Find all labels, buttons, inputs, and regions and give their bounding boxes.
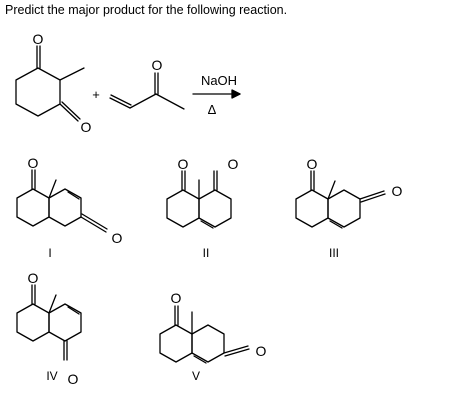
oxygen-atom: O bbox=[68, 371, 79, 387]
reactant-cyclohexanedione: O O bbox=[15, 31, 92, 135]
choice-structure-II[interactable]: O O II bbox=[166, 156, 239, 260]
oxygen-atom: O bbox=[392, 183, 403, 199]
oxygen-atom: O bbox=[28, 155, 39, 171]
oxygen-atom: O bbox=[81, 119, 92, 135]
oxygen-atom: O bbox=[228, 156, 239, 172]
choice-label-I: I bbox=[48, 246, 51, 260]
oxygen-atom: O bbox=[178, 156, 189, 172]
oxygen-atom: O bbox=[171, 290, 182, 306]
choice-structure-I[interactable]: O O I bbox=[16, 155, 123, 260]
choice-structure-III[interactable]: O O III bbox=[295, 156, 403, 260]
choice-label-III: III bbox=[329, 246, 339, 260]
oxygen-atom: O bbox=[28, 270, 39, 286]
choice-label-II: II bbox=[203, 246, 210, 260]
choice-structure-V[interactable]: O O V bbox=[159, 290, 267, 383]
question-text: Predict the major product for the follow… bbox=[5, 3, 288, 17]
choice-label-V: V bbox=[192, 369, 200, 383]
reagent-naoh: NaOH bbox=[201, 73, 237, 88]
oxygen-atom: O bbox=[33, 31, 44, 47]
condition-heat: Δ bbox=[208, 102, 217, 117]
oxygen-atom: O bbox=[256, 343, 267, 359]
plus-sign: + bbox=[92, 87, 100, 102]
choice-structure-IV[interactable]: O O IV bbox=[16, 270, 82, 387]
reactant-methyl-vinyl-ketone: O bbox=[109, 57, 185, 110]
oxygen-atom: O bbox=[112, 230, 123, 246]
choice-label-IV: IV bbox=[46, 369, 57, 383]
reaction-arrow-group: NaOH Δ bbox=[192, 73, 241, 117]
oxygen-atom: O bbox=[307, 156, 318, 172]
oxygen-atom: O bbox=[152, 57, 163, 73]
